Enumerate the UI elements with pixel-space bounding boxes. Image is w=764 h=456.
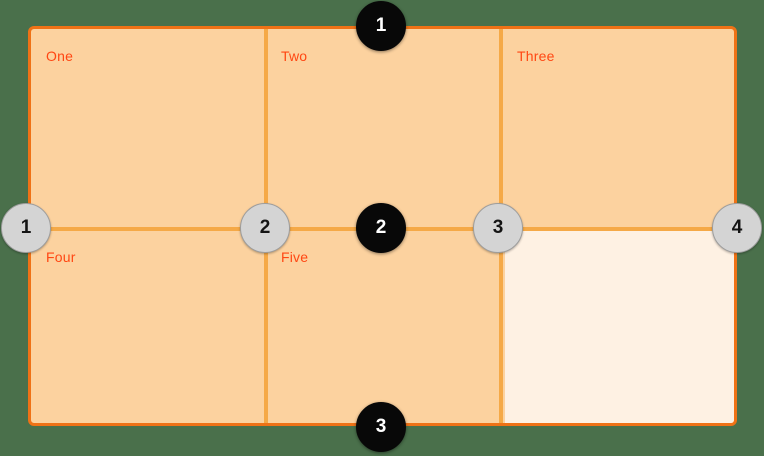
cell-label-one: One [46,48,74,64]
column-handle-3[interactable]: 3 [473,203,523,253]
column-handle-1[interactable]: 1 [1,203,51,253]
column-handle-4[interactable]: 4 [712,203,762,253]
row-handle-2[interactable]: 2 [356,203,406,253]
cell-label-four: Four [46,249,76,265]
grid-cell-empty[interactable] [505,231,734,423]
cell-label-three: Three [517,48,555,64]
cell-label-two: Two [281,48,308,64]
cell-label-five: Five [281,249,309,265]
grid-container [28,26,737,426]
row-handle-1[interactable]: 1 [356,1,406,51]
column-handle-2[interactable]: 2 [240,203,290,253]
row-handle-3[interactable]: 3 [356,402,406,452]
